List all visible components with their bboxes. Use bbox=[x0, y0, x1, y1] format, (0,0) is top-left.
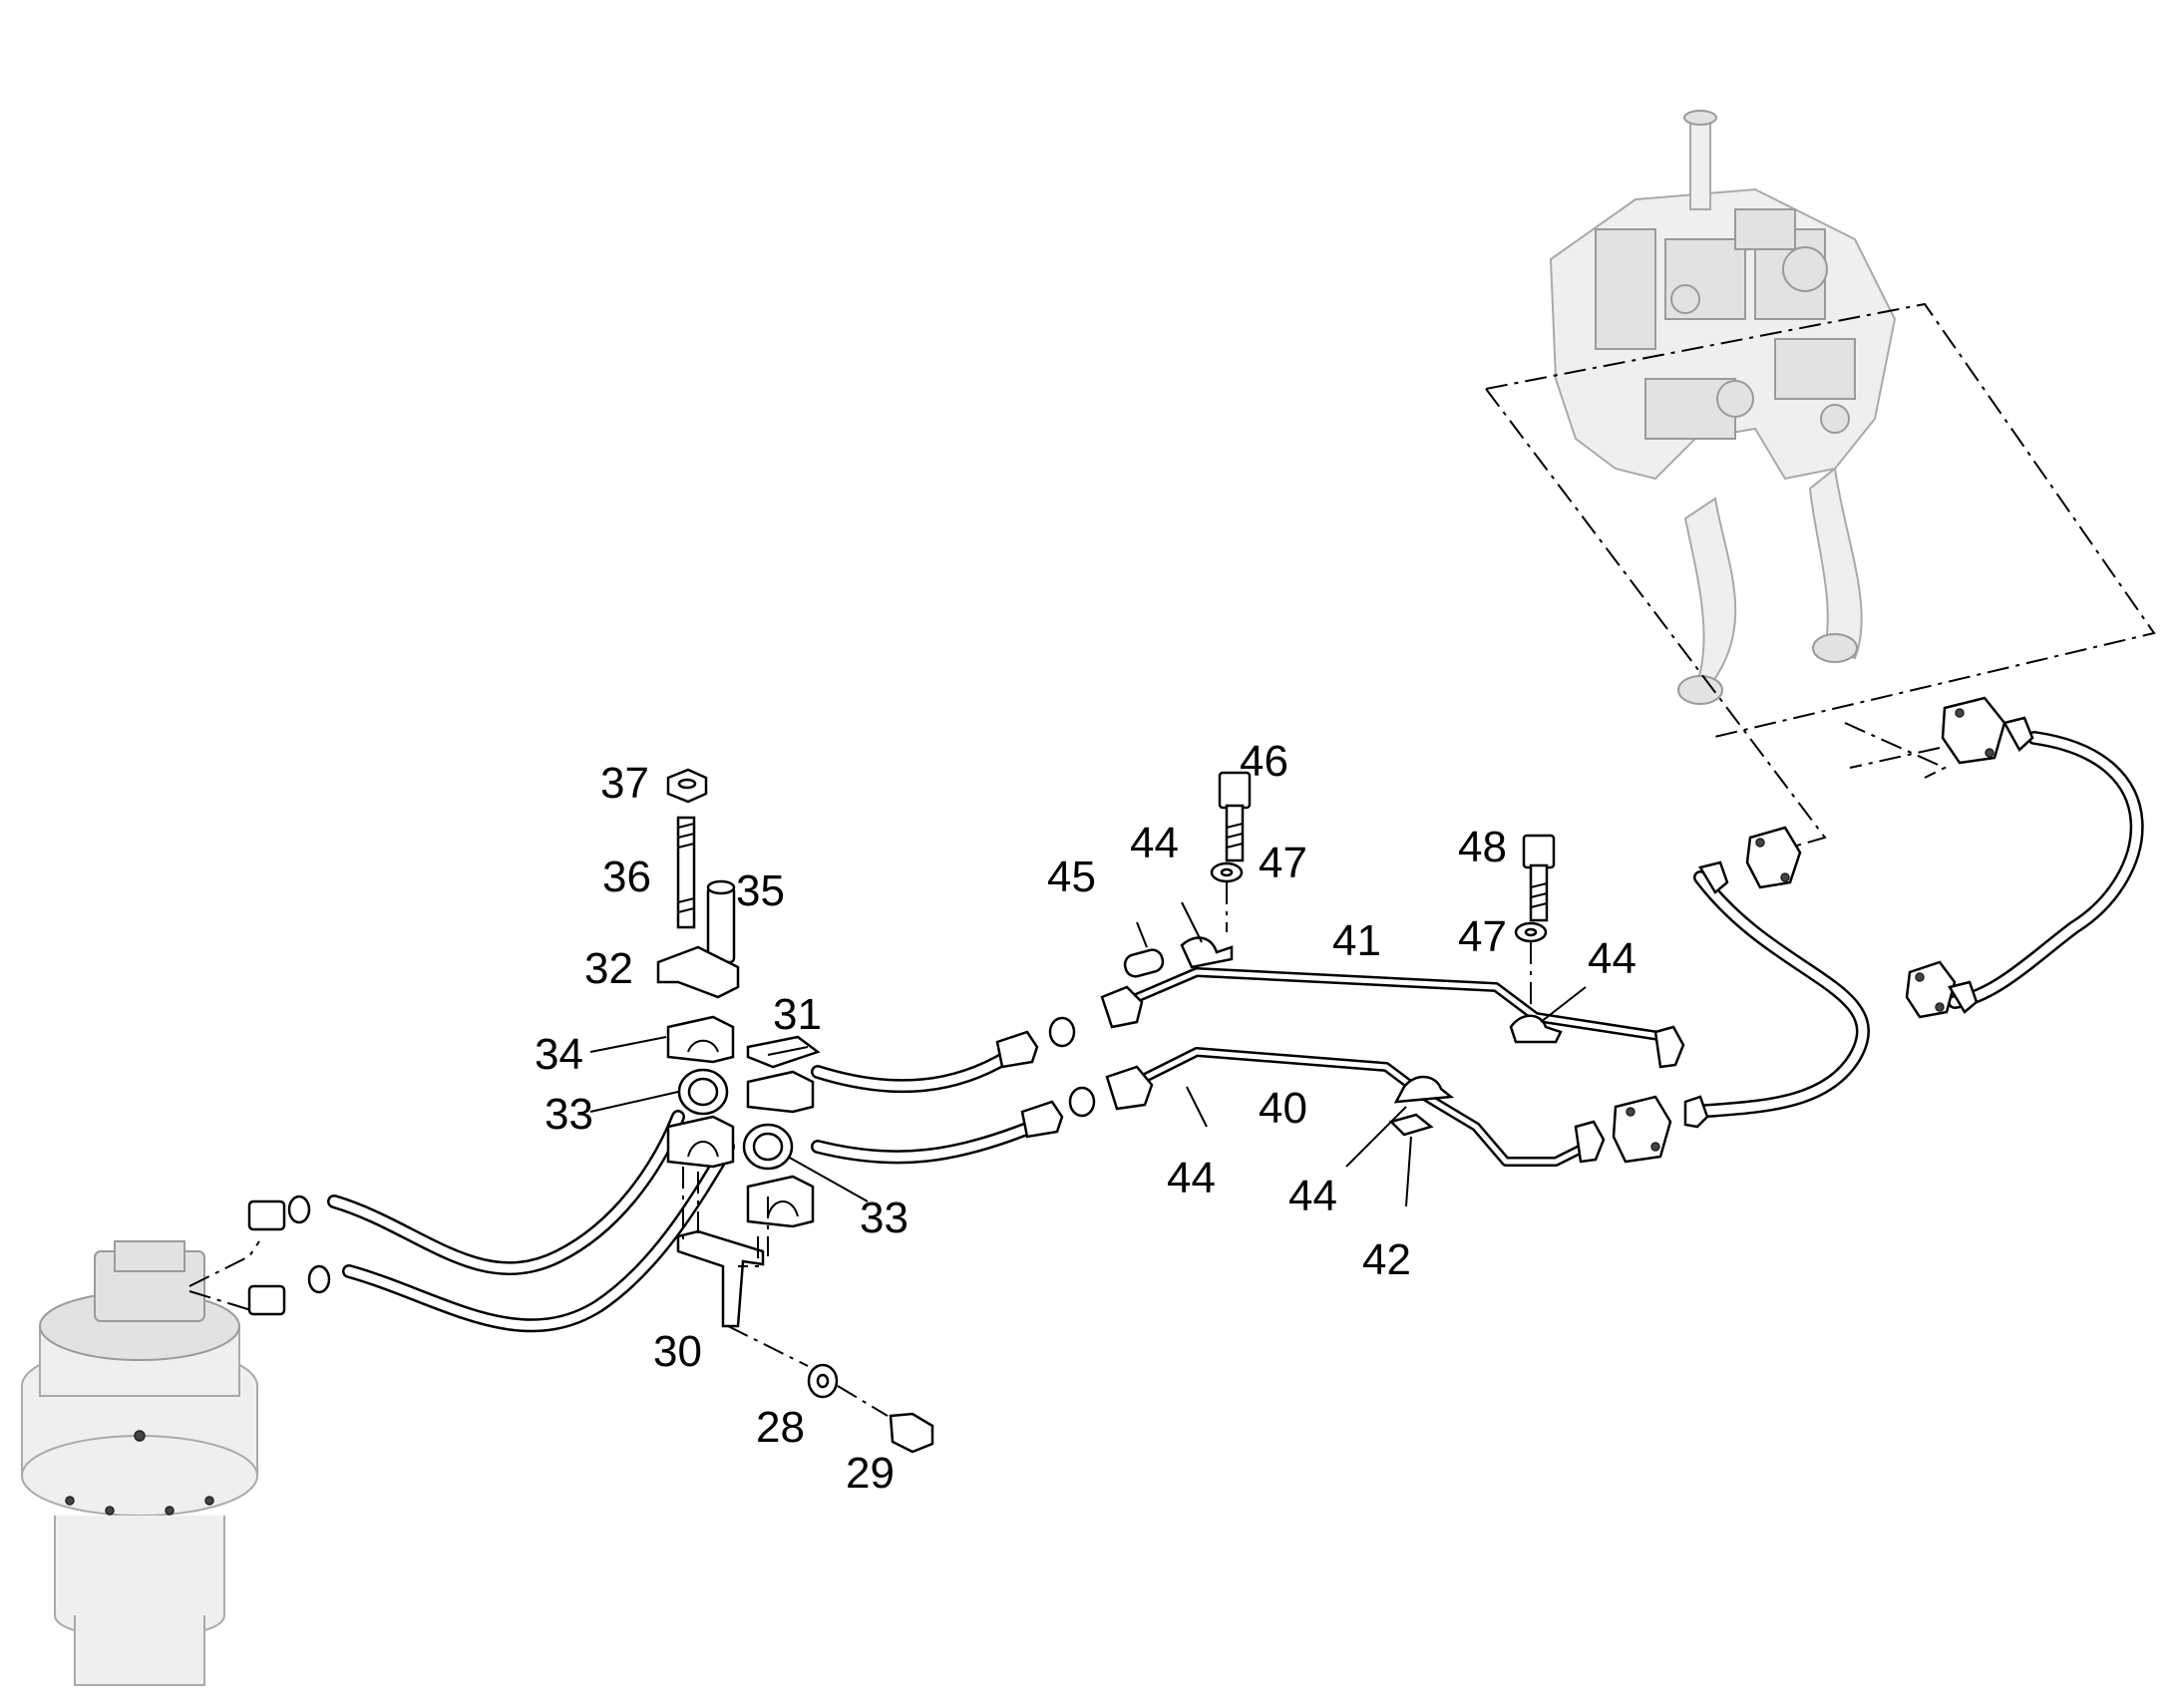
callout-42: 42 bbox=[1362, 1235, 1411, 1284]
callout-44c: 44 bbox=[1167, 1154, 1216, 1202]
callout-44a: 44 bbox=[1130, 819, 1179, 867]
callout-46: 46 bbox=[1240, 737, 1288, 786]
callout-34: 34 bbox=[535, 1030, 583, 1079]
callout-36: 36 bbox=[602, 853, 651, 901]
callout-48: 48 bbox=[1458, 823, 1507, 871]
callout-28: 28 bbox=[756, 1403, 805, 1452]
callout-29: 29 bbox=[846, 1449, 895, 1498]
callout-32: 32 bbox=[584, 944, 633, 993]
callout-47a: 47 bbox=[1259, 839, 1307, 887]
callout-45: 45 bbox=[1047, 853, 1096, 901]
callout-44d: 44 bbox=[1288, 1172, 1337, 1220]
callout-33b: 33 bbox=[860, 1194, 908, 1242]
reference-leader-lines bbox=[1485, 302, 2156, 849]
callout-40: 40 bbox=[1259, 1084, 1307, 1133]
callout-35: 35 bbox=[736, 866, 785, 915]
callout-41: 41 bbox=[1332, 916, 1381, 965]
hydraulic-hoses bbox=[327, 731, 2144, 1333]
leader-lines bbox=[589, 901, 1587, 1207]
callout-47b: 47 bbox=[1458, 912, 1507, 961]
callout-31: 31 bbox=[773, 990, 822, 1039]
callout-33a: 33 bbox=[545, 1090, 593, 1139]
callout-30: 30 bbox=[653, 1327, 702, 1376]
travel-drive-motor bbox=[21, 1240, 258, 1686]
transmission-housing bbox=[1549, 110, 1897, 705]
callout-37: 37 bbox=[600, 759, 649, 808]
callout-numbers: 37 36 35 32 34 33 31 33 30 28 29 46 44 4… bbox=[535, 737, 1636, 1498]
callout-44b: 44 bbox=[1588, 934, 1636, 983]
small-parts bbox=[188, 696, 2034, 1454]
